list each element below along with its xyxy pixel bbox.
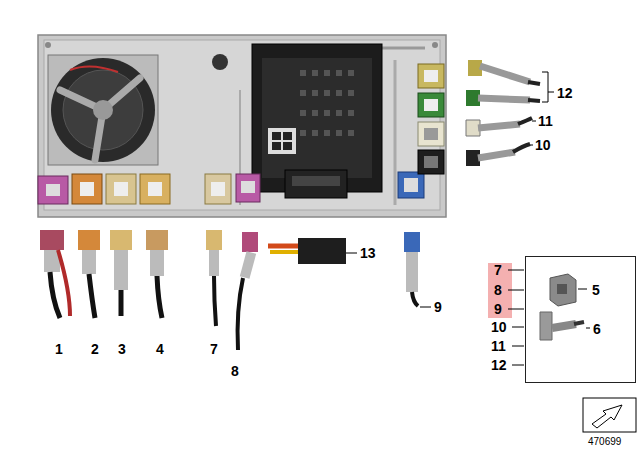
callout-number: 5	[592, 283, 600, 297]
bracket	[542, 72, 554, 102]
callout-number: 7	[494, 263, 502, 277]
view-arrow-icon	[583, 398, 636, 432]
side-plugs	[466, 60, 540, 166]
callout-number: 13	[360, 246, 376, 260]
callout-number: 7	[210, 342, 218, 356]
part-illustrations	[540, 274, 584, 340]
module-13	[268, 238, 346, 264]
callout-number: 12	[491, 358, 507, 372]
cables	[40, 230, 420, 350]
parts-box: 56	[525, 256, 636, 383]
callout-number: 10	[535, 138, 551, 152]
callout-number: 3	[118, 342, 126, 356]
drawing-number: 470699	[588, 437, 621, 447]
fan	[51, 58, 155, 162]
callout-number: 1	[55, 342, 63, 356]
callout-number: 9	[434, 300, 442, 314]
callout-number: 4	[156, 342, 164, 356]
callout-number: 8	[231, 364, 239, 378]
housing	[38, 35, 446, 217]
callout-number: 6	[593, 322, 601, 336]
callout-number: 11	[491, 339, 506, 353]
callout-number: 12	[557, 86, 573, 100]
fan-frame	[48, 55, 158, 165]
callout-number: 9	[494, 302, 502, 316]
callout-number: 11	[538, 114, 553, 128]
callout-number: 10	[491, 320, 507, 334]
housing-plate	[44, 40, 440, 210]
leader-lines	[346, 253, 590, 365]
side-sockets	[418, 64, 444, 174]
bottom-sockets	[38, 172, 424, 204]
callout-number: 8	[494, 283, 502, 297]
module-socket	[285, 170, 347, 198]
callout-number: 2	[91, 342, 99, 356]
